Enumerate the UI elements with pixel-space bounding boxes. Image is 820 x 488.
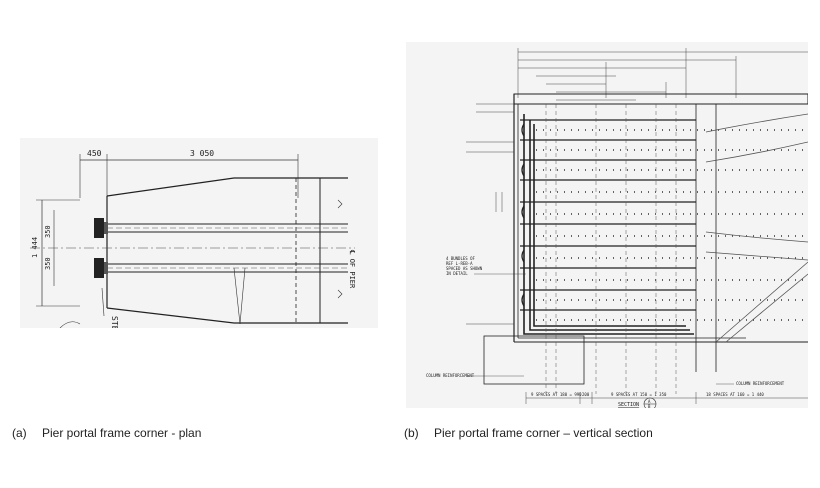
spacing-left: 9 SPACES AT 180 = 990	[531, 392, 582, 397]
anchor-plate-1	[104, 222, 108, 234]
section-marker-bottom: B	[648, 404, 651, 408]
edge-tag: STE	[110, 316, 119, 328]
leader-3	[101, 287, 105, 317]
plan-drawing-panel: 450 3 050 1 444 350 350	[20, 138, 378, 331]
left-leader-ticks	[466, 103, 514, 325]
caption-a-text: Pier portal frame corner - plan	[42, 426, 202, 440]
note-bundles-line: SPACED AS SHOWN	[446, 266, 483, 271]
anchor-plate-2	[104, 262, 108, 274]
note-bundles: 4 BUNDLES OF REF L-REB-A SPACED AS SHOWN…	[446, 256, 485, 276]
section-background	[406, 42, 808, 408]
vertical-dashed-lines	[545, 104, 677, 394]
leader-1	[233, 267, 241, 325]
note-bundles-line: 4 BUNDLES OF	[446, 256, 475, 261]
note-bundles-line: IN DETAIL	[446, 271, 468, 276]
anchor-block-1	[94, 218, 104, 238]
dim-side-total: 1 444	[31, 237, 39, 258]
spacing-mid-small: 200	[582, 392, 590, 397]
section-drawing: 9 SPACES AT 180 = 990 200 9 SPACES AT 15…	[406, 42, 809, 411]
break-mark-2	[337, 289, 343, 299]
caption-b-letter: (b)	[404, 426, 419, 440]
bottom-dimension-lines	[525, 392, 808, 404]
dim-top-right: 3 050	[190, 149, 214, 158]
leader-arc	[59, 321, 81, 329]
caption-a-letter: (a)	[12, 426, 27, 440]
break-mark-1	[337, 199, 343, 209]
dim-top-left: 450	[87, 149, 102, 158]
top-dimension-lines	[517, 48, 808, 101]
rebar-horizontal-bars	[520, 119, 696, 311]
note-column-reinf-left: COLUMN REINFORCEMENT	[426, 373, 475, 378]
note-bundles-line: REF L-REB-A	[446, 261, 473, 266]
spacing-mid: 9 SPACES AT 150 = 1 350	[611, 392, 667, 397]
anchor-block-2	[94, 258, 104, 278]
dim-side-lower: 350	[44, 257, 52, 270]
spacing-right: 18 SPACES AT 160 = 1 440	[706, 392, 764, 397]
caption-a: (a) Pier portal frame corner - plan	[12, 426, 201, 440]
note-column-reinf-right: COLUMN REINFORCEMENT	[736, 381, 785, 386]
rebar-loops	[523, 114, 694, 335]
plan-background	[20, 138, 378, 328]
leader-2	[239, 267, 246, 325]
dim-side-upper: 350	[44, 225, 52, 238]
tendon-curves	[705, 113, 809, 343]
section-marker-label: SECTION	[618, 402, 639, 408]
section-marker-top: A	[648, 399, 651, 404]
caption-b: (b) Pier portal frame corner – vertical s…	[404, 426, 653, 440]
pier-bottom-edge	[106, 307, 348, 324]
plan-drawing: 450 3 050 1 444 350 350	[20, 138, 378, 331]
pier-centerline-label: ℄ OF PIER	[348, 249, 356, 289]
column-below	[483, 335, 585, 385]
caption-b-text: Pier portal frame corner – vertical sect…	[434, 426, 653, 440]
section-drawing-panel: 9 SPACES AT 180 = 990 200 9 SPACES AT 15…	[406, 42, 809, 411]
pier-top-edge	[106, 177, 348, 197]
